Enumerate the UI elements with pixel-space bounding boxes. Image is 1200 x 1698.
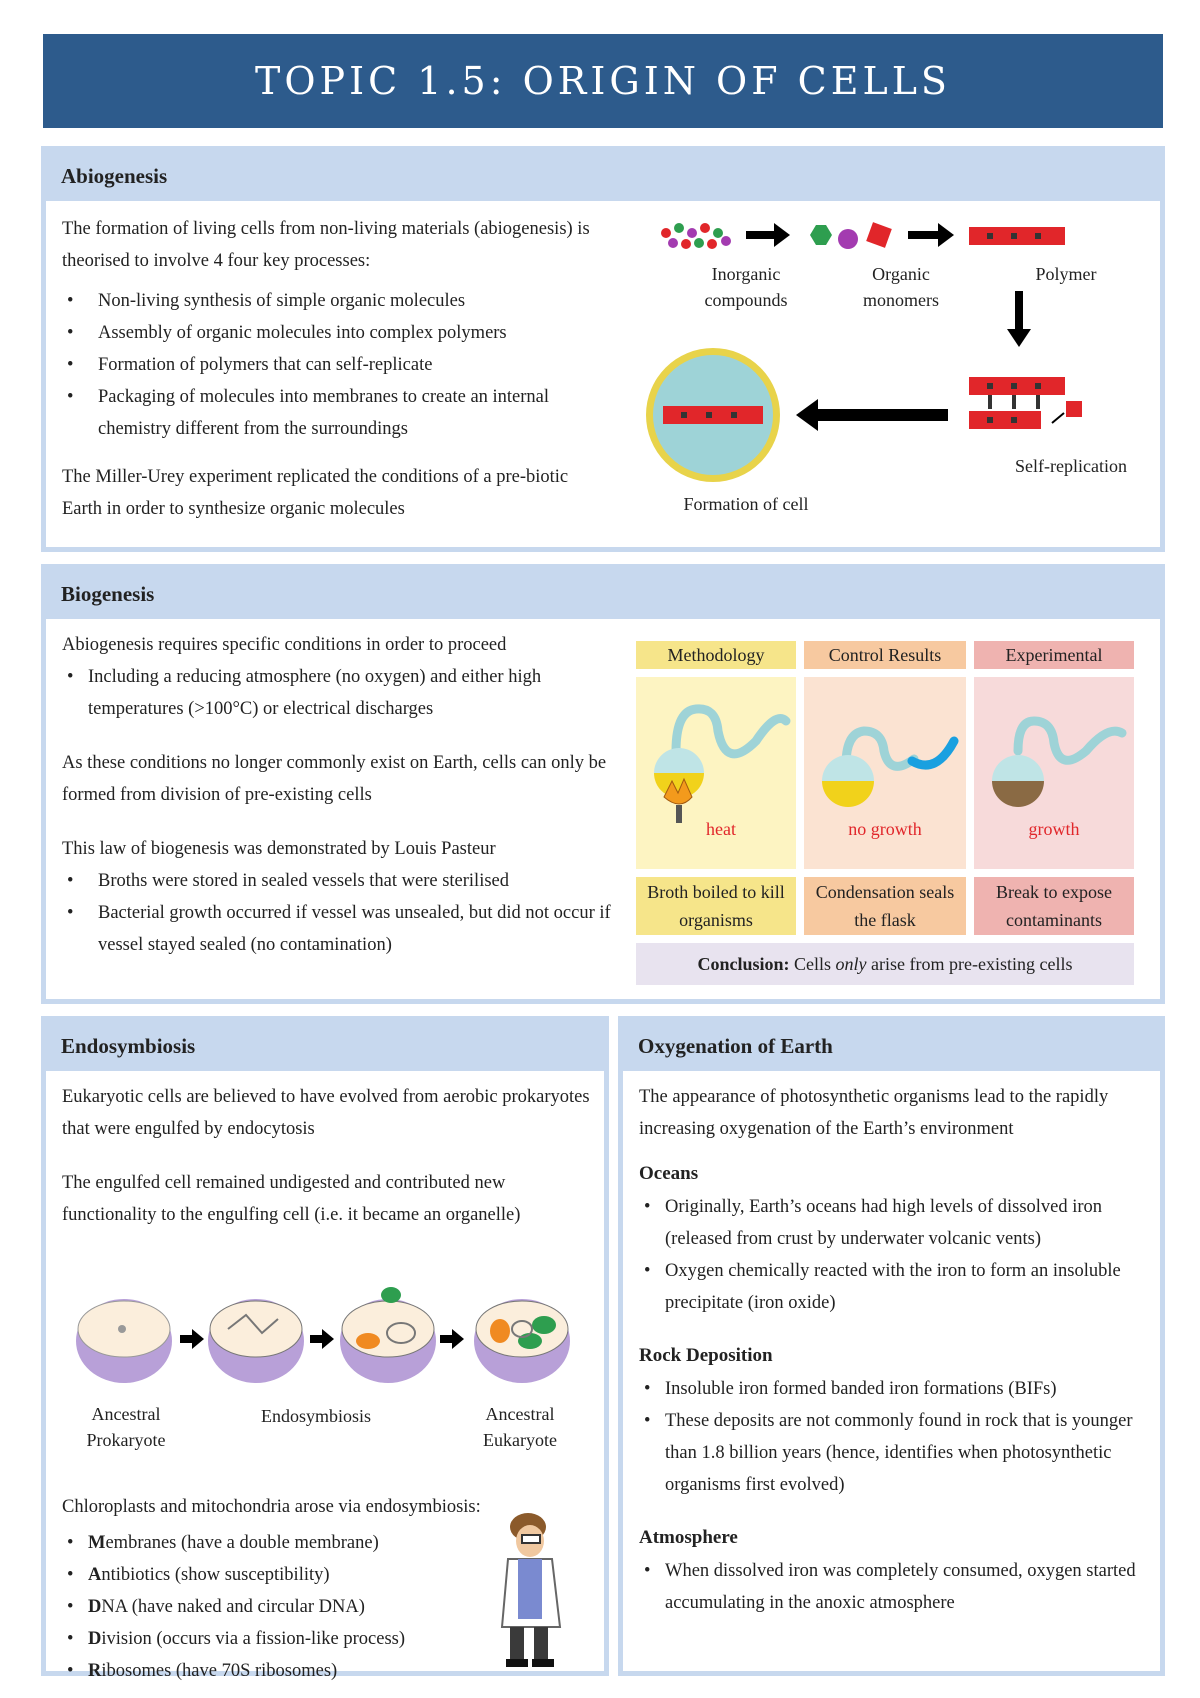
eukaryote-cell-icon [474, 1299, 570, 1383]
mnemonic-rest: ntibiotics (show susceptibility) [101, 1565, 330, 1585]
list-item: Antibiotics (show susceptibility) [62, 1559, 602, 1591]
endosymbiosis-para1: Eukaryotic cells are believed to have ev… [62, 1087, 590, 1139]
pasteur-table: Methodology Control Results Experimental [636, 641, 1134, 1001]
inorganic-label: Inorganic compounds [704, 264, 788, 310]
list-item: Membranes (have a double membrane) [62, 1527, 602, 1559]
arrow-down-icon [1007, 291, 1031, 347]
list-item: These deposits are not commonly found in… [639, 1405, 1159, 1501]
oceans-title: Oceans [639, 1163, 699, 1184]
mnemonic-letter: M [88, 1533, 106, 1553]
header-control: Control Results [804, 641, 966, 669]
no-growth-label: no growth [848, 819, 922, 839]
mnemonic-rest: ivision (occurs via a fission-like proce… [101, 1629, 406, 1649]
flask-heat-icon [654, 704, 791, 823]
ancestral-prokaryote-label: Ancestral Prokaryote [86, 1404, 166, 1450]
miller-urey-text: The Miller-Urey experiment replicated th… [62, 467, 569, 519]
title-banner: TOPIC 1.5: ORIGIN OF CELLS [43, 34, 1163, 128]
conclusion-box: Conclusion: Cells only arise from pre-ex… [636, 943, 1134, 985]
endosymbiosis-panel: Endosymbiosis Eukaryotic cells are belie… [41, 1016, 609, 1687]
list-item: Insoluble iron formed banded iron format… [639, 1373, 1159, 1405]
flask-sealed-icon [822, 726, 959, 807]
scientist-cartoon-icon [500, 1513, 562, 1667]
endocytosis-cell-icon [208, 1299, 304, 1383]
polymer-icon [969, 227, 1065, 245]
arrow-right-icon [440, 1329, 464, 1349]
engulfing-cell-icon [340, 1287, 436, 1383]
endosymbiosis-para2: The engulfed cell remained undigested an… [62, 1173, 521, 1225]
cell-icon [646, 348, 780, 482]
heat-label: heat [706, 819, 736, 839]
arrow-right-icon [310, 1329, 334, 1349]
oxygenation-panel: Oxygenation of Earth The appearance of p… [618, 1016, 1165, 1676]
conclusion-post: arise from pre-existing cells [866, 954, 1073, 974]
mnemonic-letter: A [88, 1565, 102, 1585]
endosymbiosis-diagram [76, 1287, 570, 1383]
mnemonic-rest: ibosomes (have 70S ribosomes) [101, 1661, 338, 1681]
self-replication-icon [969, 377, 1082, 429]
abiogenesis-diagram [646, 222, 1082, 482]
list-item: Non-living synthesis of simple organic m… [62, 285, 592, 317]
list-item: Including a reducing atmosphere (no oxyg… [62, 661, 622, 725]
arrow-right-icon [746, 223, 790, 247]
mnemonic-letter: D [88, 1629, 102, 1649]
formation-label: Formation of cell [683, 494, 809, 514]
biogenesis-line1: Abiogenesis requires specific conditions… [62, 635, 507, 655]
list-item: Division (occurs via a fission-like proc… [62, 1623, 602, 1655]
arrow-right-icon [180, 1329, 204, 1349]
atmosphere-title: Atmosphere [639, 1527, 738, 1548]
abiogenesis-intro: The formation of living cells from non-l… [62, 219, 590, 271]
biogenesis-para2: As these conditions no longer commonly e… [62, 753, 607, 805]
endosymbiosis-label: Endosymbiosis [260, 1406, 371, 1426]
list-item: When dissolved iron was completely consu… [639, 1555, 1159, 1619]
self-replication-label: Self-replication [1015, 456, 1127, 476]
header-methodology: Methodology [636, 641, 796, 669]
header-experimental: Experimental [974, 641, 1134, 669]
conclusion-label: Conclusion: [697, 954, 790, 974]
mnemonic-rest: NA (have naked and circular DNA) [101, 1597, 365, 1617]
list-item: Formation of polymers that can self-repl… [62, 349, 592, 381]
endosymbiosis-heading: Endosymbiosis [46, 1021, 604, 1071]
list-item: Oxygen chemically reacted with the iron … [639, 1255, 1159, 1319]
prokaryote-cell-icon [76, 1299, 172, 1383]
conclusion-emphasis: only [835, 954, 867, 974]
arrow-left-icon [796, 399, 948, 431]
list-item: Bacterial growth occurred if vessel was … [62, 897, 622, 961]
oxygenation-intro: The appearance of photosynthetic organis… [639, 1087, 1109, 1139]
biogenesis-heading: Biogenesis [46, 569, 1160, 619]
conclusion-pre: Cells [794, 954, 836, 974]
list-item: Originally, Earth’s oceans had high leve… [639, 1191, 1159, 1255]
mnemonic-rest: embranes (have a double membrane) [105, 1533, 379, 1553]
organic-label: Organic monomers [863, 264, 939, 310]
inorganic-compounds-icon [661, 223, 731, 249]
rock-deposition-title: Rock Deposition [639, 1345, 773, 1366]
caption-control: Condensation seals the flask [804, 877, 966, 935]
ancestral-eukaryote-label: Ancestral Eukaryote [483, 1404, 557, 1450]
organic-monomers-icon [810, 222, 892, 249]
abiogenesis-panel: Abiogenesis The formation of living cell… [41, 146, 1165, 552]
list-item: DNA (have naked and circular DNA) [62, 1591, 602, 1623]
oxygenation-heading: Oxygenation of Earth [623, 1021, 1160, 1071]
polymer-label: Polymer [1035, 264, 1097, 284]
growth-label: growth [1028, 819, 1080, 839]
list-item: Packaging of molecules into membranes to… [62, 381, 592, 445]
page-title: TOPIC 1.5: ORIGIN OF CELLS [255, 59, 951, 103]
biogenesis-panel: Biogenesis Abiogenesis requires specific… [41, 564, 1165, 1004]
arrow-right-icon [908, 223, 954, 247]
list-item: Broths were stored in sealed vessels tha… [62, 865, 622, 897]
list-item: Assembly of organic molecules into compl… [62, 317, 592, 349]
flask-broken-icon [992, 716, 1127, 807]
chloroplasts-text: Chloroplasts and mitochondria arose via … [62, 1497, 481, 1517]
mnemonic-letter: R [88, 1661, 102, 1681]
mnemonic-letter: D [88, 1597, 102, 1617]
abiogenesis-heading: Abiogenesis [46, 151, 1160, 201]
caption-experimental: Break to expose contaminants [974, 877, 1134, 935]
list-item: Ribosomes (have 70S ribosomes) [62, 1655, 602, 1687]
caption-methodology: Broth boiled to kill organisms [636, 877, 796, 935]
biogenesis-para3: This law of biogenesis was demonstrated … [62, 839, 496, 859]
